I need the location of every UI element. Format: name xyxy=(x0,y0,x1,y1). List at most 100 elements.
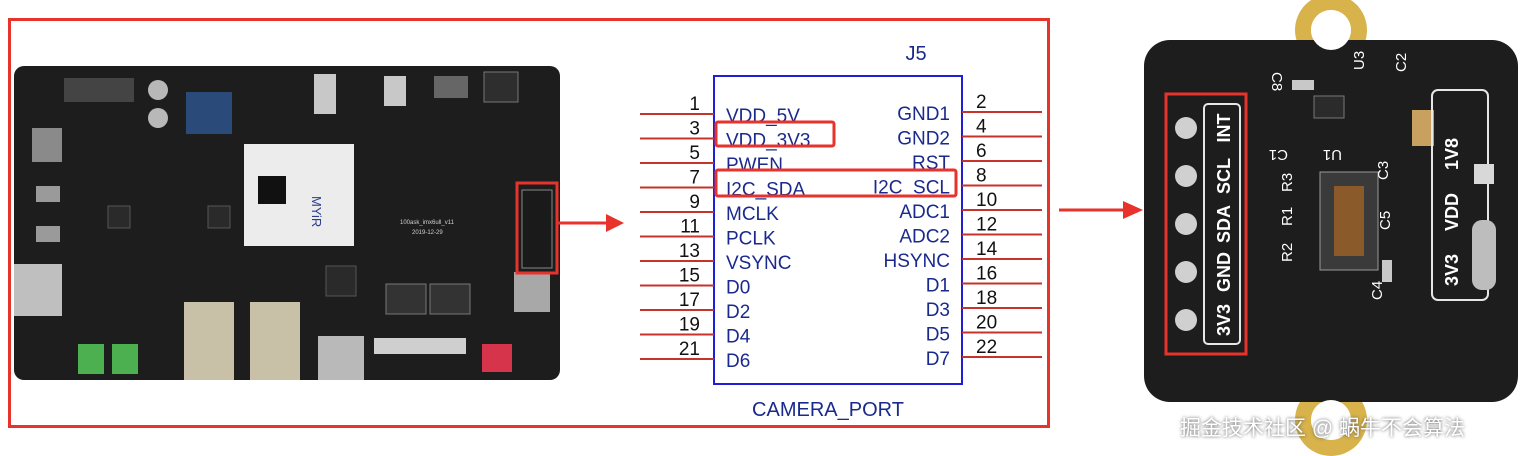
pin-number: 14 xyxy=(976,239,998,260)
chip xyxy=(325,265,357,297)
pin-number: 17 xyxy=(679,290,700,311)
pin-number: 16 xyxy=(976,264,997,285)
header-pin-label: SDA xyxy=(1214,205,1234,243)
pin-label: VSYNC xyxy=(726,253,791,274)
ethernet-port xyxy=(250,302,300,380)
component-designator: U1 xyxy=(1323,146,1342,163)
pin-label: VDD_3V3 xyxy=(726,131,811,152)
switch xyxy=(434,76,468,98)
pin-label: ADC1 xyxy=(899,202,950,223)
wifi-module xyxy=(186,92,232,134)
pin-number: 9 xyxy=(689,192,700,213)
pin-number: 12 xyxy=(976,215,997,236)
component-designator: C8 xyxy=(1268,72,1285,91)
board-silk-date: 2019-12-29 xyxy=(412,230,443,236)
jumper-pad xyxy=(1474,164,1494,184)
camera-port-highlight xyxy=(515,181,559,275)
pin-number: 3 xyxy=(689,119,700,140)
pin-number: 11 xyxy=(680,217,700,238)
pin-label-box xyxy=(1203,103,1241,345)
pin-label: D3 xyxy=(926,300,950,321)
pin-label: D4 xyxy=(726,327,751,348)
audio-jack xyxy=(314,74,336,114)
pin-label: D7 xyxy=(926,349,950,370)
jumper-label-box xyxy=(1431,89,1489,301)
pin-label: VDD_5V xyxy=(726,106,800,127)
component-designator: U3 xyxy=(1351,51,1368,70)
chip xyxy=(207,205,231,229)
capacitor xyxy=(148,108,168,128)
smd-part xyxy=(1313,95,1345,119)
arrow-to-schematic xyxy=(558,214,624,232)
pin-number: 10 xyxy=(976,190,997,211)
smd-part xyxy=(1382,260,1392,282)
pin-number: 1 xyxy=(689,94,700,115)
dc-jack xyxy=(483,71,519,103)
pin-label: D0 xyxy=(726,278,750,299)
header-pin-label: SCL xyxy=(1214,158,1234,194)
component-designator: C2 xyxy=(1393,53,1410,72)
pin-label: PWEN xyxy=(726,155,783,176)
i2c-highlight xyxy=(714,168,958,198)
pin-label: D1 xyxy=(926,276,950,297)
component-designator: R2 xyxy=(1279,243,1296,262)
pin-number: 18 xyxy=(976,288,997,309)
chip xyxy=(385,283,427,315)
sd-slot xyxy=(32,128,62,162)
jumper-label: 3V3 xyxy=(1442,254,1462,286)
connector-body xyxy=(713,75,963,385)
lcd-connector xyxy=(374,338,466,354)
header xyxy=(384,76,406,106)
micro-usb xyxy=(36,226,60,242)
pin-number: 6 xyxy=(976,141,987,162)
terminal-block xyxy=(78,344,104,374)
component-designator: R3 xyxy=(1279,173,1296,192)
vdd-3v3-highlight xyxy=(714,120,836,148)
component-designator: C4 xyxy=(1369,281,1386,300)
dev-board-image: MYiR 100ask_imx6ull_v11 2019-12-29 xyxy=(14,66,560,380)
sensor-die xyxy=(1334,186,1364,256)
ethernet-port xyxy=(184,302,234,380)
chip xyxy=(429,283,471,315)
capacitor xyxy=(148,80,168,100)
jumper-pad-long xyxy=(1472,220,1496,290)
smd-part xyxy=(1292,80,1314,90)
micro-usb xyxy=(36,186,60,202)
chip xyxy=(107,205,131,229)
pin-label: D5 xyxy=(926,325,950,346)
pin-number: 21 xyxy=(679,339,700,360)
header-pin-label: 3V3 xyxy=(1214,304,1234,336)
pin-number: 4 xyxy=(976,117,987,138)
camera-port-header xyxy=(521,189,553,269)
header-highlight xyxy=(1164,92,1248,356)
terminal-block xyxy=(112,344,138,374)
highlight-frame xyxy=(8,18,1050,428)
qr-code xyxy=(258,176,286,204)
pin-label: D2 xyxy=(726,302,750,323)
header-pin-label: INT xyxy=(1214,114,1234,143)
header-pin-label: GND xyxy=(1214,252,1234,292)
pin-label: PCLK xyxy=(726,229,776,250)
pin-number: 8 xyxy=(976,166,987,187)
pin-number: 15 xyxy=(679,266,700,287)
component-designator: C3 xyxy=(1375,161,1392,180)
header-pads xyxy=(1175,117,1197,331)
dip-switch xyxy=(482,344,512,372)
component-designator: R1 xyxy=(1279,207,1296,226)
header-labels: 3V3 GND SDA SCL INT xyxy=(1214,114,1234,337)
pin-number: 20 xyxy=(976,313,997,334)
pin-number: 22 xyxy=(976,337,997,358)
pin-label: I2C_SCL xyxy=(873,178,950,199)
component-designator: C5 xyxy=(1377,211,1394,230)
arrow-to-sensor xyxy=(1059,201,1143,219)
connector-ref: J5 xyxy=(905,43,926,65)
pin-label: MCLK xyxy=(726,204,779,225)
hdmi-port xyxy=(318,336,364,380)
pin-label: HSYNC xyxy=(883,251,950,272)
jumper-label: 1V8 xyxy=(1442,138,1462,170)
